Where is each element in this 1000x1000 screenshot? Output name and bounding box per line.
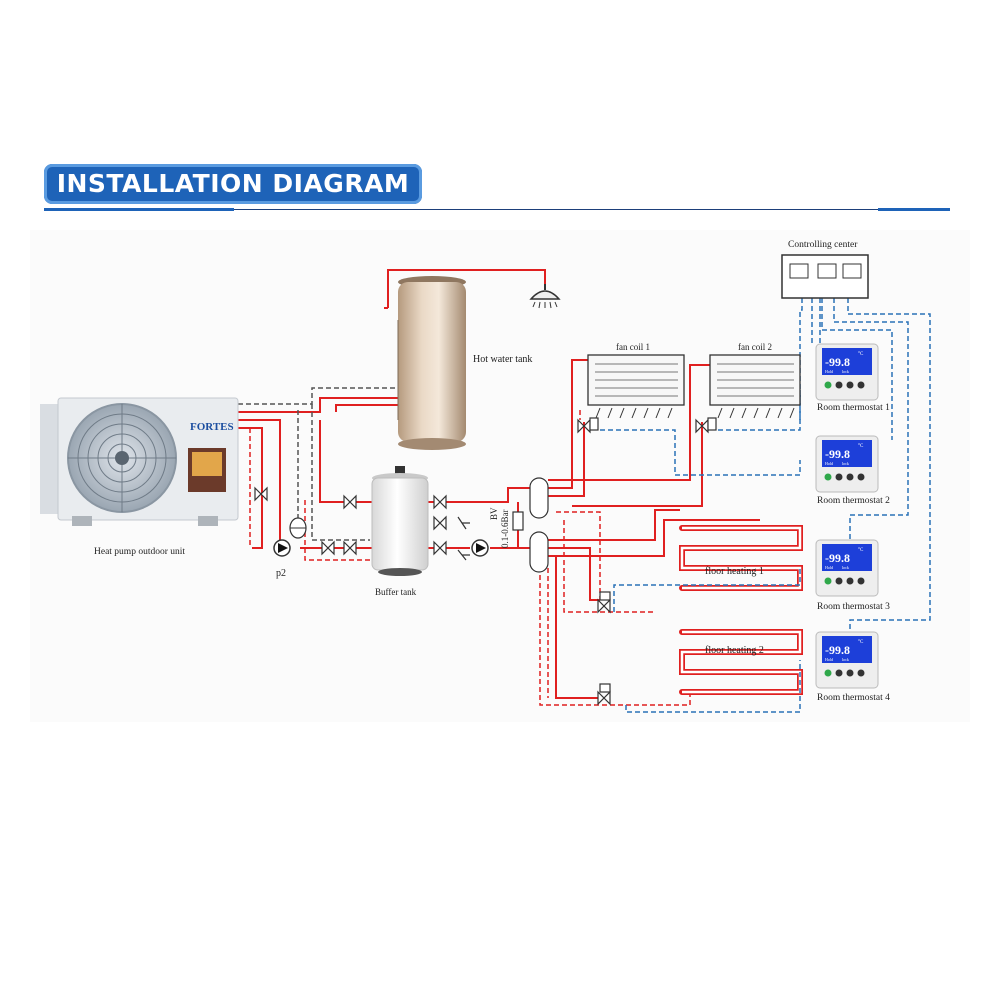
room-thermostat-3: -99.8 °C Hold lock [815, 539, 879, 597]
thermostat-3-reading: -99.8 [825, 551, 850, 565]
valve-icon [433, 494, 447, 510]
fan-coil-1 [587, 354, 685, 419]
header-rule-accent-right [878, 208, 950, 211]
room-thermostat-1-label: Room thermostat 1 [817, 403, 890, 413]
bypass-pressure-label: 0.1-0.6Bar [500, 510, 510, 549]
pump-p2-icon [273, 539, 291, 557]
controlling-center-label: Controlling center [788, 240, 858, 250]
thermostat-1-lock: lock [842, 369, 849, 374]
room-thermostat-4-label: Room thermostat 4 [817, 693, 890, 703]
fan-coil-2-label: fan coil 2 [738, 342, 772, 352]
thermostat-2-hold: Hold [825, 461, 833, 466]
valve-icon [433, 540, 447, 556]
thermostat-1-unit: °C [858, 352, 864, 357]
valve-icon [343, 540, 357, 556]
strainers [457, 516, 470, 561]
brand-logo: FORTES [190, 421, 234, 433]
fan-coil-2 [709, 354, 801, 419]
valve-icon [343, 494, 357, 510]
valve-icon [321, 540, 335, 556]
hot-water-tank-label: Hot water tank [473, 354, 532, 365]
room-thermostat-3-label: Room thermostat 3 [817, 602, 890, 612]
controlling-center [781, 254, 869, 299]
room-thermostat-1: -99.8 °C Hold lock [815, 343, 879, 401]
shower-head-icon [529, 284, 561, 309]
valve-icon [433, 515, 447, 531]
thermostat-2-reading: -99.8 [825, 447, 850, 461]
thermostat-4-hold: Hold [825, 657, 833, 662]
room-thermostat-2-label: Room thermostat 2 [817, 496, 890, 506]
thermostat-4-reading: -99.8 [825, 643, 850, 657]
valve-icon [254, 486, 268, 502]
title-banner: INSTALLATION DIAGRAM [44, 164, 422, 204]
expansion-vessel-icon [289, 517, 307, 539]
buffer-tank-label: Buffer tank [375, 587, 417, 597]
header-rule-accent-left [44, 208, 234, 211]
thermostat-3-hold: Hold [825, 565, 833, 570]
valves [254, 486, 447, 556]
fan-coil-1-label: fan coil 1 [616, 342, 650, 352]
thermostat-2-unit: °C [858, 444, 864, 449]
thermostat-3-unit: °C [858, 548, 864, 553]
room-thermostat-2: -99.8 °C Hold lock [815, 435, 879, 493]
thermostat-1-reading: -99.8 [825, 355, 850, 369]
bypass-valve [512, 511, 524, 531]
thermostat-2-lock: lock [842, 461, 849, 466]
hot-water-tank [397, 276, 466, 450]
buffer-tank [371, 466, 429, 576]
heat-pump-label: Heat pump outdoor unit [94, 547, 185, 557]
heat-pump-outdoor-unit: FORTES [40, 397, 239, 526]
refrigerant-lines [238, 387, 398, 541]
header-rule [44, 209, 949, 210]
thermostat-1-hold: Hold [825, 369, 833, 374]
pump-p2-label: p2 [276, 568, 286, 579]
floor-heating-1-label: floor heating 1 [705, 566, 764, 577]
thermostat-4-lock: lock [842, 657, 849, 662]
return-pipes [249, 410, 691, 706]
zone-valves [577, 417, 717, 706]
floor-heating-2-label: floor heating 2 [705, 645, 764, 656]
pump-p1-icon [471, 539, 489, 557]
page-title: INSTALLATION DIAGRAM [56, 169, 410, 198]
bypass-valve-label: BV [489, 507, 499, 520]
thermostat-3-lock: lock [842, 565, 849, 570]
manifolds [529, 477, 549, 573]
room-thermostat-4: -99.8 °C Hold lock [815, 631, 879, 689]
thermostat-4-unit: °C [858, 640, 864, 645]
